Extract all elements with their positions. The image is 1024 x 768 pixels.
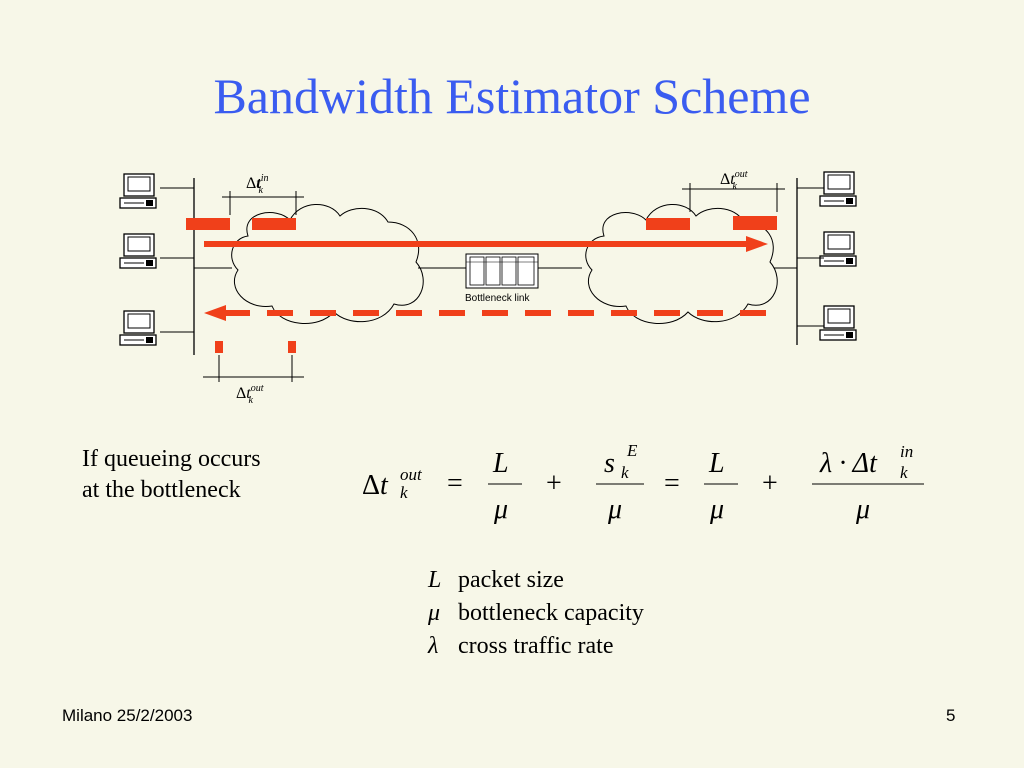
legend-label: bottleneck capacity	[458, 600, 644, 626]
svg-text:out: out	[400, 465, 423, 484]
svg-text:L: L	[708, 448, 725, 479]
svg-text:+: +	[762, 468, 778, 499]
legend-symbol: μ	[428, 600, 441, 626]
legend-item: μ bottleneck capacity	[428, 597, 644, 630]
svg-text:k: k	[400, 483, 408, 502]
svg-text:k: k	[900, 463, 908, 482]
bottleneck-label: Bottleneck link	[465, 293, 530, 304]
bottleneck-router-icon	[465, 253, 539, 289]
return-path-arrow	[204, 305, 768, 321]
svg-text:s: s	[604, 448, 615, 479]
svg-text:=: =	[447, 468, 463, 499]
svg-text:Δt: Δt	[362, 470, 389, 501]
queueing-condition-text: If queueing occurs at the bottleneck	[82, 444, 261, 506]
right-host-1-icon	[819, 171, 857, 207]
left-host-1-icon	[119, 173, 157, 209]
queue-note-line-1: If queueing occurs	[82, 446, 261, 472]
right-host-3-icon	[819, 305, 857, 341]
ack-marker-2	[288, 341, 296, 353]
packet-out-left-1	[186, 218, 230, 230]
legend-item: λ cross traffic rate	[428, 630, 644, 663]
packet-in-right-2	[733, 216, 777, 230]
svg-text:λ · Δt: λ · Δt	[819, 448, 878, 479]
ack-marker-1	[215, 341, 223, 353]
svg-text:μ: μ	[855, 494, 870, 525]
queue-note-line-2: at the bottleneck	[82, 477, 241, 503]
legend-symbol: λ	[428, 633, 439, 659]
svg-text:μ: μ	[607, 494, 622, 525]
svg-text:=: =	[664, 468, 680, 499]
footer-location-date: Milano 25/2/2003	[62, 706, 193, 725]
packet-out-left-2	[252, 218, 296, 230]
svg-text:L: L	[492, 448, 509, 479]
svg-text:in: in	[900, 442, 913, 461]
left-host-2-icon	[119, 233, 157, 269]
svg-text:μ: μ	[493, 494, 508, 525]
svg-text:μ: μ	[709, 494, 724, 525]
queueing-equation: Δt out k = L μ + s E k μ = L μ + λ · Δt …	[362, 441, 924, 525]
packet-in-right-1	[646, 218, 690, 230]
forward-path-arrow	[204, 236, 768, 252]
slide-title: Bandwidth Estimator Scheme	[213, 68, 811, 124]
legend-symbol: L	[428, 567, 442, 593]
right-network-cloud	[585, 203, 778, 324]
svg-text:E: E	[626, 441, 638, 460]
legend-label: packet size	[458, 567, 564, 593]
page-number: 5	[946, 706, 956, 725]
left-host-3-icon	[119, 310, 157, 346]
right-host-2-icon	[819, 231, 857, 267]
left-network-cloud	[231, 203, 424, 324]
legend-label: cross traffic rate	[458, 633, 614, 659]
svg-text:k: k	[621, 463, 629, 482]
svg-text:+: +	[546, 468, 562, 499]
